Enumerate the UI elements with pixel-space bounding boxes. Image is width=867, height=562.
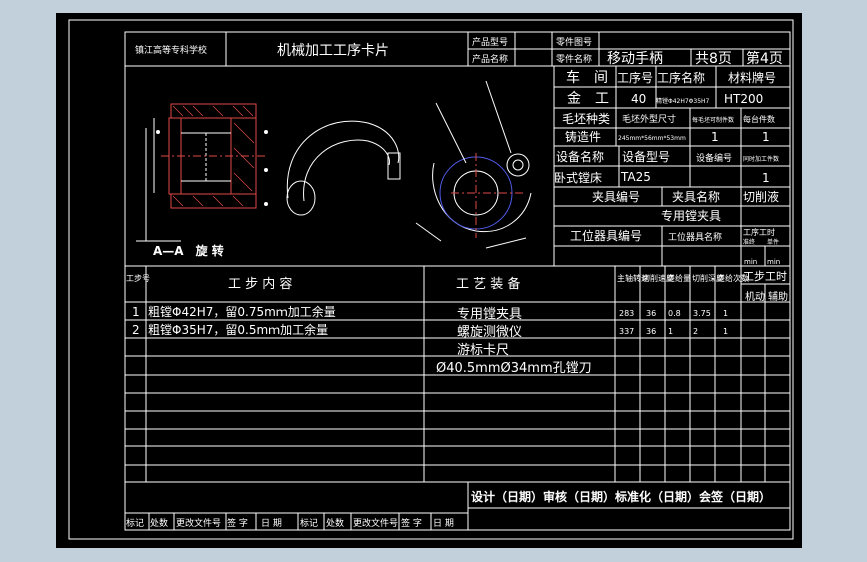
time-label: 工序工时 [743, 227, 775, 237]
equipment-item: 螺旋测微仪 [457, 325, 522, 340]
step-cut-speed: 36 [646, 327, 656, 336]
step-spindle-speed: 337 [619, 327, 634, 336]
coolant-label: 切削液 [743, 189, 779, 204]
material-value: HT200 [724, 92, 763, 106]
workshop-value: 金 工 [567, 91, 609, 107]
page-number: 第4页 [746, 50, 783, 67]
school-name: 镇江高等专科学校 [135, 44, 207, 56]
part-drawing-no-label: 零件图号 [556, 36, 592, 48]
step-cut-speed: 36 [646, 309, 656, 318]
handle-view [286, 80, 532, 249]
revision-cell: 标记 [300, 517, 318, 529]
revision-cell: 签 字 [401, 517, 422, 529]
part-drawing: A—A 旋 转 [136, 80, 532, 258]
equipment-item: 专用镗夹具 [457, 307, 522, 322]
signature-row: 设计（日期）审核（日期）标准化（日期）会签（日期） [471, 489, 771, 504]
blank-size-value: 245mm*56mm*53mm [618, 135, 686, 142]
step-cut-depth: 2 [693, 327, 698, 336]
simul-label: 同时加工件数 [743, 155, 779, 163]
step-content: 粗镗Φ35H7，留0.5mｍ加工余量 [148, 322, 328, 337]
machine-time-header: 机动 [745, 290, 765, 303]
equip-name-label: 设备名称 [556, 149, 604, 164]
revision-cell: 签 字 [227, 517, 248, 529]
step-feed: 0.8 [668, 309, 681, 318]
revision-cell: 更改文件号 [353, 517, 398, 529]
blank-type-value: 铸造件 [565, 129, 601, 144]
revision-row: 标记处数更改文件号签 字日 期标记处数更改文件号签 字日 期 [126, 517, 454, 529]
step-content-header: 工 步 内 容 [228, 276, 292, 292]
step-content: 粗镗Φ42H7，留0.75mｍ加工余量 [148, 304, 336, 319]
step-feed-times: 1 [723, 327, 728, 336]
fixture-no-label: 夹具编号 [592, 189, 640, 204]
card-title: 机械加工工序卡片 [277, 43, 389, 59]
step-number: 1 [132, 305, 140, 319]
step-time-header: 工步工时 [743, 270, 787, 283]
equip-model-value: TA25 [620, 170, 651, 184]
revision-cell: 处数 [150, 517, 168, 529]
station-tool-name-label: 工位器具名称 [668, 231, 722, 243]
per-machine-label: 每台件数 [743, 114, 775, 124]
feed-header: 进给量 [667, 273, 691, 283]
process-name-label: 工序名称 [657, 70, 705, 85]
revision-cell: 处数 [326, 517, 344, 529]
step-feed-times: 1 [723, 309, 728, 318]
part-name-label: 零件名称 [556, 53, 592, 65]
per-machine-value: 1 [762, 130, 770, 144]
min-label-2: min [767, 258, 780, 266]
equipment-header: 工 艺 装 备 [456, 276, 520, 292]
cut-depth-header: 切削深度 [692, 273, 724, 283]
revision-cell: 日 期 [433, 518, 454, 529]
equip-no-label: 设备编号 [696, 152, 732, 164]
fixture-name-value: 专用镗夹具 [661, 208, 721, 223]
step-cut-depth: 3.75 [693, 309, 711, 318]
material-label: 材料牌号 [728, 71, 776, 85]
process-no-value: 40 [631, 92, 646, 106]
total-pages: 共8页 [695, 51, 732, 67]
equipment-item: 游标卡尺 [457, 343, 509, 358]
step-number: 2 [132, 323, 140, 337]
step-spindle-speed: 283 [619, 309, 634, 318]
equipment-item: Ø40.5mmØ34mm孔镗刀 [436, 361, 592, 376]
step-rows: 1 粗镗Φ42H7，留0.75mｍ加工余量 283 36 0.8 3.75 1 2 粗镗Φ35H… [132, 304, 728, 337]
equip-name-value: 卧式镗床 [554, 171, 602, 185]
revision-cell: 更改文件号 [176, 517, 221, 529]
product-model-label: 产品型号 [472, 36, 508, 48]
process-name-value: 精镗Φ42H7Φ35H7 [656, 97, 710, 105]
simul-value: 1 [762, 171, 770, 185]
product-name-label: 产品名称 [472, 53, 508, 65]
station-tool-no-label: 工位器具编号 [570, 228, 642, 243]
revision-cell: 日 期 [261, 518, 282, 529]
time-unit-label: 单件 [767, 238, 779, 246]
drawing-sheet: A—A 旋 转 镇江高等专科学校 机械加工工序卡片 产品型号 产品名称 零件图号… [56, 13, 802, 548]
workshop-label: 车 间 [566, 69, 608, 86]
blank-size-label: 毛坯外型尺寸 [622, 113, 676, 125]
per-blank-label: 每毛坯可制件数 [692, 116, 734, 124]
min-label-1: min [744, 258, 757, 266]
equip-model-label: 设备型号 [622, 150, 670, 164]
per-blank-value: 1 [711, 130, 719, 144]
blank-type-label: 毛坯种类 [562, 112, 610, 126]
time-quota-label: 准终 [743, 238, 755, 246]
process-card: A—A 旋 转 镇江高等专科学校 机械加工工序卡片 产品型号 产品名称 零件图号… [68, 19, 794, 540]
part-name: 移动手柄 [607, 51, 663, 67]
section-label: A—A 旋 转 [153, 243, 224, 258]
process-no-label: 工序号 [617, 70, 653, 85]
cut-speed-header: 切削速度 [642, 273, 674, 283]
fixture-name-label: 夹具名称 [672, 189, 720, 204]
aux-time-header: 辅助 [768, 290, 788, 303]
section-view [136, 103, 266, 242]
step-no-header: 工步号 [126, 274, 150, 283]
spindle-speed-header: 主轴转速 [617, 273, 649, 283]
step-feed: 1 [668, 327, 673, 336]
revision-cell: 标记 [126, 517, 144, 529]
feed-times-header: 进给次数 [717, 273, 749, 283]
